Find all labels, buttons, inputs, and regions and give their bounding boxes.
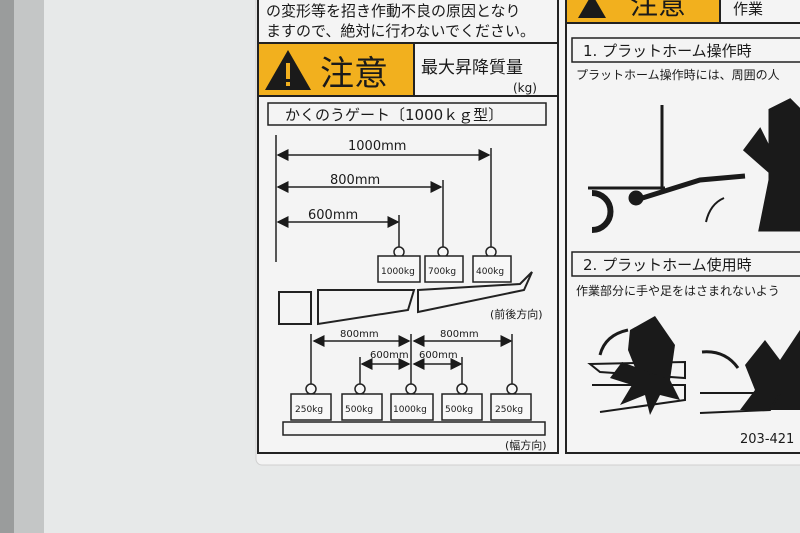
- platform-operation-illustration: [588, 98, 800, 233]
- left-edge: [0, 0, 14, 533]
- section2-text: 作業部分に手や足をはさまれないよう: [576, 283, 780, 298]
- distance-label: 800mm: [440, 329, 479, 340]
- top-text-line2: ますので、絶対に行わないでください。: [266, 22, 535, 40]
- gate-platform-side: [278, 271, 533, 326]
- distance-label: 800mm: [330, 173, 380, 188]
- section1-text: プラットホーム操作時には、周囲の人: [576, 67, 780, 82]
- weight-label: 250kg: [495, 405, 523, 415]
- platform-bar: [282, 421, 546, 436]
- distance-label: 600mm: [308, 208, 358, 223]
- caution-banner: [567, 0, 720, 22]
- warning-triangle-icon: [578, 0, 606, 18]
- weight-label: 700kg: [428, 267, 456, 277]
- weight-label: 500kg: [345, 405, 373, 415]
- caution-label: 注意: [630, 0, 686, 21]
- weight-label: 500kg: [445, 405, 473, 415]
- left-panel: の変形等を招き作動不良の原因となり ますので、絶対に行わないでください。 注意 …: [257, 0, 559, 454]
- distance-label: 800mm: [340, 329, 379, 340]
- width-direction: (幅方向): [505, 438, 547, 452]
- distance-label: 1000mm: [348, 139, 406, 154]
- section1-title: 1. プラットホーム操作時: [583, 42, 752, 60]
- weight-blocks-width: [290, 383, 532, 421]
- gate-title: かくのうゲート〔1000ｋｇ型〕: [285, 106, 503, 124]
- weight-label: 1000kg: [393, 405, 427, 415]
- section2-title: 2. プラットホーム使用時: [583, 256, 752, 274]
- unit-label: (kg): [513, 81, 537, 95]
- distance-label: 600mm: [370, 350, 409, 361]
- panel-title: 最大昇降質量: [421, 58, 523, 78]
- weight-label: 400kg: [476, 267, 504, 277]
- hand-pinch-illustration: [587, 316, 800, 415]
- top-text-line1: の変形等を招き作動不良の原因となり: [266, 2, 521, 20]
- weight-label: 250kg: [295, 405, 323, 415]
- weight-blocks-front: [377, 246, 512, 283]
- frame-strip: [14, 0, 44, 533]
- front-back-direction: (前後方向): [490, 307, 543, 321]
- caution-label: 注意: [320, 54, 388, 94]
- distance-label: 600mm: [419, 350, 458, 361]
- warning-triangle-icon: [265, 50, 311, 90]
- part-number: 203-421: [740, 432, 794, 447]
- right-panel: 注意 作業 1. プラットホーム操作時 プラットホーム操作時には、周囲の人 2.…: [565, 0, 800, 454]
- weight-label: 1000kg: [381, 267, 415, 277]
- header-text: 作業: [733, 0, 763, 18]
